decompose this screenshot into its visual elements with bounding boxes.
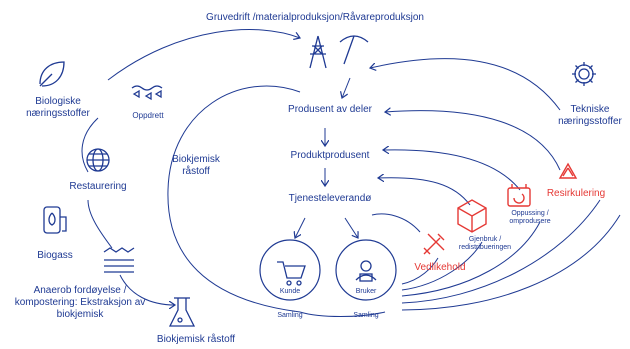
bio-inner-loop bbox=[167, 85, 301, 313]
bruker-label: Bruker bbox=[355, 288, 377, 295]
arrow-service-to-bruker bbox=[344, 217, 358, 238]
flask-icon bbox=[168, 297, 196, 327]
samling-arc bbox=[299, 311, 386, 317]
restaurering-label: Restaurering bbox=[69, 181, 127, 192]
kunde-circle bbox=[259, 239, 321, 301]
bio-bottom-arc bbox=[119, 274, 175, 305]
recycle-icon bbox=[558, 162, 578, 179]
box-reuse-icon bbox=[457, 199, 487, 233]
globe-icon bbox=[86, 148, 110, 172]
bio-nutrients-label: Biologiske næringsstoffer bbox=[26, 96, 90, 119]
leaf-icon bbox=[39, 61, 65, 87]
biokjemisk-bottom-label: Biokjemisk råstoff bbox=[156, 334, 236, 345]
anaerob-label: Anaerob fordøyelse / kompostering: Ekstr… bbox=[14, 285, 146, 320]
wrench-icon bbox=[423, 233, 445, 255]
biokjemisk-inner-label: Biokjemisk råstoff bbox=[172, 154, 220, 177]
chain-producer-parts: Produsent av deler bbox=[288, 104, 372, 115]
bruker-circle bbox=[335, 239, 397, 301]
power-tower-icon bbox=[309, 35, 327, 69]
outer-bottom-4 bbox=[401, 241, 483, 291]
outer-bottom-2 bbox=[401, 214, 621, 311]
oppussing-label: Oppussing / omprodusere bbox=[509, 210, 551, 225]
tech-loop-recycle bbox=[385, 111, 561, 171]
tech-loop-maintain bbox=[371, 213, 421, 233]
bio-outer-loop bbox=[107, 29, 300, 81]
outer-bottom-1 bbox=[401, 199, 601, 304]
chain-product-producer: Produktprodusent bbox=[290, 150, 370, 161]
bio-left-arc-2 bbox=[87, 199, 113, 249]
arrow-top-to-producer bbox=[342, 77, 351, 98]
tekniske-label: Tekniske næringsstoffer bbox=[558, 104, 622, 127]
outer-bottom-3 bbox=[401, 221, 541, 297]
refurbish-icon bbox=[507, 184, 531, 207]
oppdrett-label: Oppdrett bbox=[132, 111, 164, 120]
compost-icon bbox=[103, 247, 135, 273]
arrow-service-to-kunde bbox=[295, 217, 306, 238]
tech-loop-refurbish bbox=[383, 150, 521, 191]
resirkulering-label: Resirkulering bbox=[546, 188, 606, 199]
top-title: Gruvedrift /materialproduksjon/Råvarepro… bbox=[206, 12, 424, 23]
pickaxe-icon bbox=[339, 35, 369, 65]
user-icon bbox=[355, 260, 377, 282]
bio-left-arc-1 bbox=[81, 117, 99, 173]
samling-right-label: Samling bbox=[353, 312, 379, 319]
cart-icon bbox=[277, 261, 306, 286]
outer-bottom-5 bbox=[401, 257, 439, 285]
biogass-label: Biogass bbox=[37, 250, 73, 261]
biogas-icon bbox=[43, 206, 67, 234]
tech-loop-reuse bbox=[378, 178, 471, 206]
samling-left-label: Samling bbox=[277, 312, 303, 319]
gjenbruk-label: Gjenbruk / redistribueringen bbox=[458, 236, 512, 251]
kunde-label: Kunde bbox=[279, 288, 301, 295]
vedlikehold-label: Vedlikehold bbox=[414, 262, 466, 273]
fish-farm-icon bbox=[131, 85, 163, 101]
tech-outer-loop bbox=[370, 58, 561, 111]
chain-service-provider: Tjenesteleverandø bbox=[288, 193, 372, 204]
gear-icon bbox=[572, 62, 596, 86]
